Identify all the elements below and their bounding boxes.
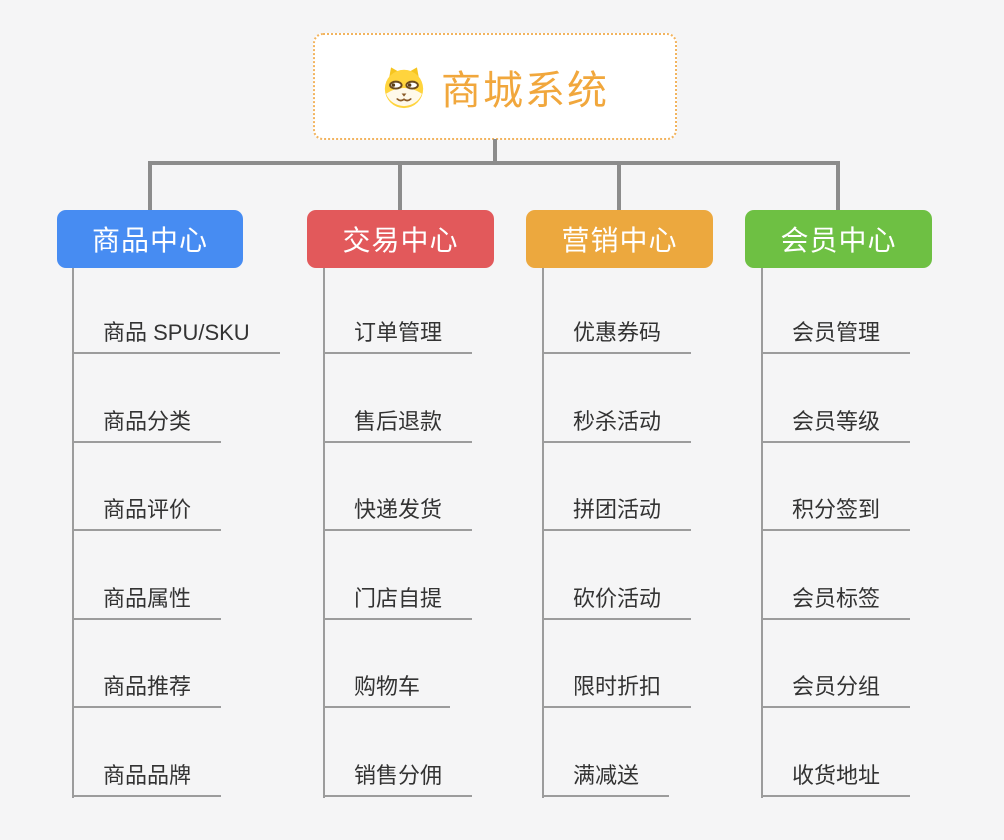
connector-drop-member: [836, 163, 840, 210]
branch-column-trade: 订单管理 售后退款 快递发货 门店自提 购物车 销售分佣: [324, 268, 473, 797]
leaf-row: 商品分类: [73, 354, 280, 443]
leaf-row: 限时折扣: [543, 620, 692, 708]
branch-label: 交易中心: [342, 225, 459, 256]
leaf-row: 商品推荐: [73, 620, 280, 708]
leaf-row: 满减送: [543, 708, 691, 797]
leaf-node[interactable]: 拼团活动: [543, 492, 692, 531]
connector-drop-trade: [398, 163, 402, 210]
leaf-row: 会员等级: [762, 354, 911, 443]
leaf-row: 商品 SPU/SKU: [73, 268, 280, 354]
leaf-node[interactable]: 满减送: [543, 758, 670, 797]
branch-column-product: 商品 SPU/SKU 商品分类 商品评价 商品属性 商品推荐 商品品牌: [73, 268, 280, 797]
leaf-node[interactable]: 限时折扣: [543, 669, 692, 708]
leaf-node[interactable]: 砍价活动: [543, 581, 692, 620]
connector-children-line-trade: [323, 268, 325, 798]
leaf-node[interactable]: 订单管理: [324, 315, 473, 354]
leaf-node[interactable]: 门店自提: [324, 581, 473, 620]
leaf-node[interactable]: 会员分组: [762, 669, 911, 708]
connector-root-stub: [493, 139, 497, 163]
branch-column-member: 会员管理 会员等级 积分签到 会员标签 会员分组 收货地址: [762, 268, 911, 797]
leaf-row: 会员分组: [762, 620, 911, 708]
leaf-node[interactable]: 商品 SPU/SKU: [73, 315, 280, 354]
leaf-node[interactable]: 收货地址: [762, 758, 911, 797]
branch-node-trade-center[interactable]: 交易中心: [307, 210, 494, 268]
connector-children-line-product: [72, 268, 74, 798]
leaf-row: 购物车: [324, 620, 472, 708]
leaf-node[interactable]: 商品推荐: [73, 669, 222, 708]
leaf-row: 商品品牌: [73, 708, 280, 797]
leaf-node[interactable]: 会员等级: [762, 404, 911, 443]
leaf-row: 秒杀活动: [543, 354, 692, 443]
branch-label: 商品中心: [91, 225, 208, 256]
leaf-node[interactable]: 商品分类: [73, 404, 222, 443]
dog-face-icon: [381, 64, 427, 110]
leaf-node[interactable]: 商品属性: [73, 581, 222, 620]
branch-node-marketing-center[interactable]: 营销中心: [526, 210, 713, 268]
leaf-row: 砍价活动: [543, 531, 692, 620]
connector-drop-product: [148, 163, 152, 210]
connector-children-line-member: [761, 268, 763, 798]
leaf-row: 拼团活动: [543, 443, 692, 531]
leaf-row: 订单管理: [324, 268, 473, 354]
branch-node-member-center[interactable]: 会员中心: [745, 210, 932, 268]
leaf-node[interactable]: 快递发货: [324, 492, 473, 531]
leaf-node[interactable]: 优惠券码: [543, 315, 692, 354]
leaf-row: 优惠券码: [543, 268, 692, 354]
connector-drop-marketing: [617, 163, 621, 210]
leaf-row: 门店自提: [324, 531, 473, 620]
leaf-row: 商品属性: [73, 531, 280, 620]
leaf-row: 积分签到: [762, 443, 911, 531]
leaf-row: 销售分佣: [324, 708, 473, 797]
leaf-node[interactable]: 会员标签: [762, 581, 911, 620]
leaf-node[interactable]: 秒杀活动: [543, 404, 692, 443]
branch-label: 会员中心: [780, 225, 897, 256]
root-label: 商城系统: [441, 68, 609, 113]
leaf-row: 会员管理: [762, 268, 911, 354]
leaf-row: 售后退款: [324, 354, 473, 443]
leaf-node[interactable]: 积分签到: [762, 492, 911, 531]
leaf-node[interactable]: 商品评价: [73, 492, 222, 531]
leaf-node[interactable]: 购物车: [324, 669, 451, 708]
connector-children-line-marketing: [542, 268, 544, 798]
leaf-row: 快递发货: [324, 443, 473, 531]
connector-bus-line: [148, 161, 840, 165]
leaf-node[interactable]: 商品品牌: [73, 758, 222, 797]
branch-column-marketing: 优惠券码 秒杀活动 拼团活动 砍价活动 限时折扣 满减送: [543, 268, 692, 797]
branch-label: 营销中心: [561, 225, 678, 256]
leaf-node[interactable]: 会员管理: [762, 315, 911, 354]
root-node[interactable]: 商城系统: [313, 33, 677, 140]
leaf-node[interactable]: 售后退款: [324, 404, 473, 443]
leaf-row: 商品评价: [73, 443, 280, 531]
branch-node-product-center[interactable]: 商品中心: [57, 210, 243, 268]
leaf-row: 会员标签: [762, 531, 911, 620]
leaf-node[interactable]: 销售分佣: [324, 758, 473, 797]
leaf-row: 收货地址: [762, 708, 911, 797]
